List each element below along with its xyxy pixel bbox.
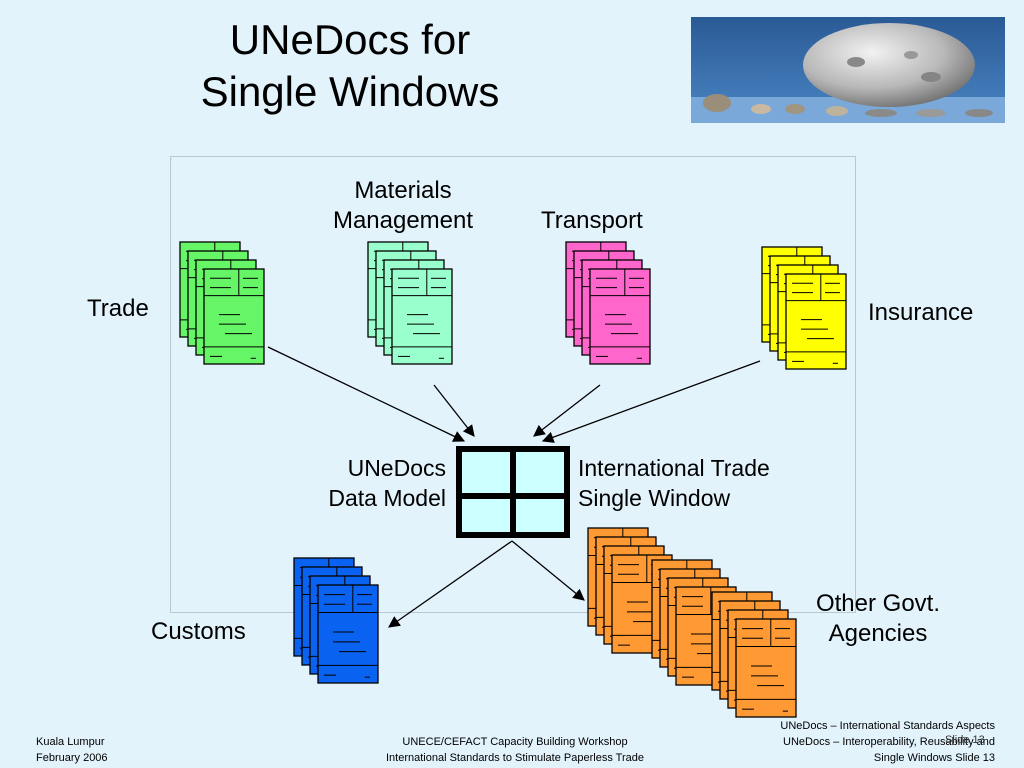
other-agencies-label: Other Govt. Agencies — [815, 590, 941, 647]
footer-event: UNECE/CEFACT Capacity Building Workshop … — [385, 736, 645, 764]
materials-documents-icon — [367, 241, 453, 365]
rock-photo-icon — [691, 17, 1005, 123]
unedocs-data-model-label: UNeDocs Data Model — [328, 455, 446, 511]
arrow-materials-to-window — [433, 384, 475, 437]
arrow-window-to-agencies — [511, 540, 585, 601]
insurance-label: Insurance — [868, 299, 974, 326]
frame-corner-mark: ▫ — [171, 157, 173, 161]
customs-label: Customs — [151, 618, 246, 645]
customs-documents-icon — [293, 557, 379, 684]
single-window-icon — [456, 446, 570, 538]
diagram-frame — [170, 156, 856, 613]
single-window-label: International Trade Single Window — [578, 455, 770, 511]
materials-management-label: Materials Management — [332, 177, 474, 234]
transport-label: Transport — [541, 207, 643, 234]
footer-slide-info: UNeDocs – International Standards Aspect… — [780, 720, 995, 764]
trade-label: Trade — [87, 295, 149, 322]
title-line-2: Single Windows — [200, 68, 500, 115]
footer-location: Kuala Lumpur February 2006 — [36, 736, 108, 764]
agencies-documents-icon-2 — [651, 559, 737, 686]
arrow-trade-to-window — [267, 346, 466, 442]
footer-slide-number: Slide 13 — [945, 734, 985, 746]
trade-documents-icon — [179, 241, 265, 365]
insurance-documents-icon — [761, 246, 847, 370]
title-line-1: UNeDocs for — [229, 16, 471, 63]
arrow-window-to-customs — [388, 540, 513, 628]
slide-title: UNeDocs for Single Windows — [140, 14, 560, 118]
arrow-insurance-to-window — [541, 360, 761, 443]
agencies-documents-icon-3 — [711, 591, 797, 718]
transport-documents-icon — [565, 241, 651, 365]
arrow-transport-to-window — [533, 384, 601, 437]
rock-photo — [691, 17, 1005, 123]
